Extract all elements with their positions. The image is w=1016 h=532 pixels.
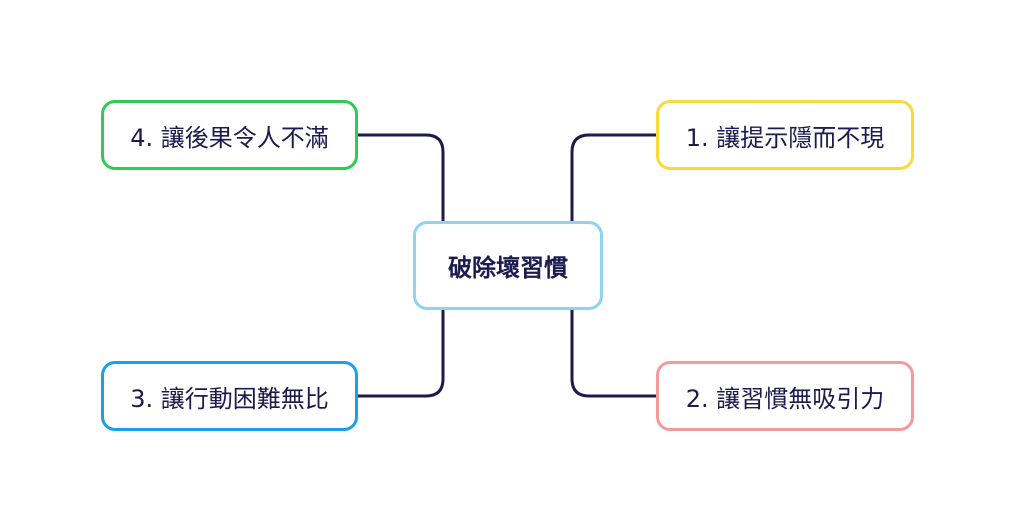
connector-top-left (358, 133, 445, 221)
connector-bottom-right (570, 310, 656, 398)
connector-bottom-left (358, 310, 445, 398)
branch-label-unattractive: 2. 讓習慣無吸引力 (685, 384, 885, 413)
branch-node-hide-cue[interactable]: 1. 讓提示隱而不現 (656, 100, 914, 170)
branch-label-difficult: 3. 讓行動困難無比 (130, 384, 329, 413)
connector-top-right (570, 133, 656, 221)
branch-label-unsatisfying: 4. 讓後果令人不滿 (130, 123, 329, 152)
branch-node-difficult[interactable]: 3. 讓行動困難無比 (101, 361, 358, 431)
central-topic-node[interactable]: 破除壞習慣 (413, 221, 603, 310)
branch-node-unsatisfying[interactable]: 4. 讓後果令人不滿 (101, 100, 358, 170)
branch-node-unattractive[interactable]: 2. 讓習慣無吸引力 (656, 361, 914, 431)
branch-label-hide-cue: 1. 讓提示隱而不現 (685, 123, 885, 152)
central-topic-label: 破除壞習慣 (448, 254, 568, 282)
